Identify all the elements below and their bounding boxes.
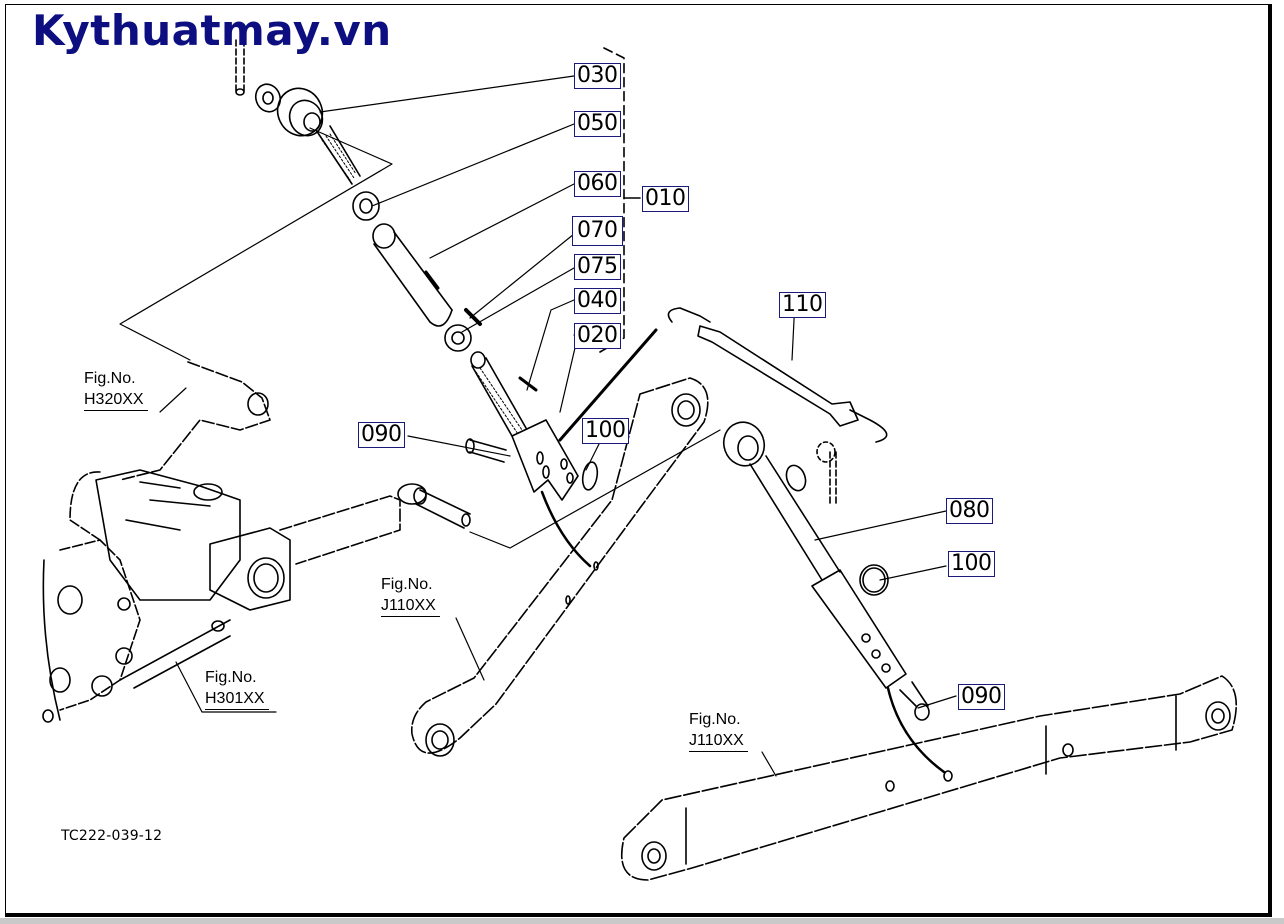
direction-arrow bbox=[558, 328, 658, 442]
figref-code: H301XX bbox=[205, 688, 269, 710]
threaded-rod-icon bbox=[470, 351, 527, 437]
figref-prefix: Fig.No. bbox=[381, 576, 433, 593]
callout-040[interactable]: 040 bbox=[574, 288, 621, 314]
turnbuckle-icon bbox=[372, 223, 453, 327]
callout-110[interactable]: 110 bbox=[779, 292, 826, 318]
callout-090-right[interactable]: 090 bbox=[958, 684, 1005, 710]
figure-reference-h320[interactable]: Fig.No. H320XX bbox=[84, 368, 148, 411]
top-bolt-icon bbox=[235, 39, 282, 113]
split-pin-icon bbox=[518, 376, 538, 392]
drawing-frame bbox=[5, 4, 1272, 917]
leader-lines bbox=[119, 75, 957, 709]
nut-icon bbox=[352, 191, 380, 221]
watermark-logo: Kythuatmay.vn bbox=[32, 6, 392, 55]
callout-100-left[interactable]: 100 bbox=[582, 418, 629, 444]
callout-020[interactable]: 020 bbox=[574, 323, 621, 349]
callout-010-assembly[interactable]: 010 bbox=[642, 186, 689, 212]
ball-joint-icon bbox=[276, 87, 361, 185]
figref-code: J110XX bbox=[689, 730, 748, 752]
lower-link-right-icon bbox=[620, 675, 1238, 881]
lift-rod-icon bbox=[722, 421, 907, 689]
pin-path-curve bbox=[886, 686, 946, 774]
drawing-number: TC222-039-12 bbox=[61, 828, 163, 844]
figref-leaders bbox=[159, 387, 777, 777]
snap-ring-icon bbox=[581, 461, 599, 491]
grease-nipple-icon bbox=[464, 308, 482, 326]
callout-090-left[interactable]: 090 bbox=[358, 422, 405, 448]
figref-prefix: Fig.No. bbox=[689, 711, 741, 728]
callout-075[interactable]: 075 bbox=[574, 254, 621, 280]
callout-070[interactable]: 070 bbox=[572, 216, 623, 246]
figref-code: J110XX bbox=[381, 595, 440, 617]
spring-hook-icon bbox=[667, 307, 888, 443]
callout-100-right[interactable]: 100 bbox=[948, 551, 995, 577]
figure-reference-h301[interactable]: Fig.No. H301XX bbox=[205, 667, 269, 710]
figref-code: H320XX bbox=[84, 389, 148, 411]
clevis-pin-icon bbox=[899, 681, 930, 721]
clevis-pin-icon bbox=[465, 438, 507, 463]
figure-reference-j110-left[interactable]: Fig.No. J110XX bbox=[381, 574, 440, 617]
lock-nut-icon bbox=[444, 324, 472, 352]
pin-path-curve bbox=[540, 490, 592, 568]
callout-030[interactable]: 030 bbox=[574, 63, 621, 89]
callout-050[interactable]: 050 bbox=[574, 111, 621, 137]
callout-080[interactable]: 080 bbox=[946, 498, 993, 524]
hydraulic-housing-icon bbox=[42, 361, 471, 723]
page-bottom-edge bbox=[0, 918, 1284, 924]
figref-prefix: Fig.No. bbox=[205, 669, 257, 686]
clevis-icon bbox=[511, 419, 579, 501]
callout-060[interactable]: 060 bbox=[574, 171, 621, 197]
figure-reference-j110-right[interactable]: Fig.No. J110XX bbox=[689, 709, 748, 752]
lower-link-left-icon bbox=[410, 377, 709, 757]
figref-prefix: Fig.No. bbox=[84, 370, 136, 387]
